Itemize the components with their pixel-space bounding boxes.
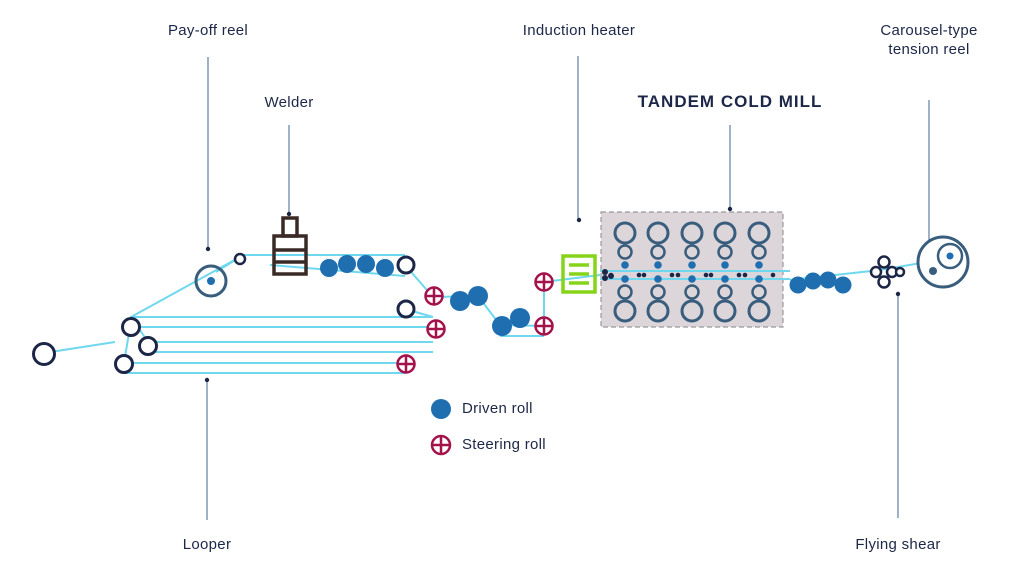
intermediate-roll bbox=[684, 244, 700, 260]
leader-lines bbox=[206, 56, 930, 520]
legend-steering-roll-label: Steering roll bbox=[462, 436, 546, 453]
backup-roll bbox=[613, 221, 637, 245]
backup-roll bbox=[613, 299, 637, 323]
work-roll bbox=[654, 261, 662, 269]
tension-roll bbox=[669, 272, 675, 278]
guide-roll bbox=[233, 252, 247, 266]
work-roll bbox=[654, 275, 662, 283]
welder-icon bbox=[272, 216, 308, 276]
work-roll bbox=[755, 261, 763, 269]
driven-roll-icon bbox=[431, 399, 451, 419]
label-tension-reel-line1: Carousel-type bbox=[880, 22, 978, 39]
driven-rolls-welder bbox=[320, 255, 394, 277]
tension-roll bbox=[675, 272, 681, 278]
steering-rolls bbox=[396, 272, 554, 374]
label-induction-heater: Induction heater bbox=[522, 22, 636, 39]
work-roll bbox=[688, 275, 696, 283]
intermediate-roll bbox=[617, 284, 633, 300]
work-roll bbox=[755, 275, 763, 283]
backup-roll bbox=[713, 221, 737, 245]
backup-roll bbox=[646, 221, 670, 245]
intermediate-roll bbox=[684, 284, 700, 300]
backup-roll bbox=[680, 221, 704, 245]
work-roll bbox=[621, 261, 629, 269]
looper-rolls bbox=[32, 317, 158, 374]
induction-heater-icon bbox=[561, 254, 597, 294]
work-roll bbox=[721, 275, 729, 283]
label-payoff-reel: Pay-off reel bbox=[167, 22, 249, 39]
label-tension-reel-line2: tension reel bbox=[888, 41, 970, 58]
work-roll bbox=[621, 275, 629, 283]
intermediate-roll bbox=[650, 244, 666, 260]
payoff-reel-icon bbox=[194, 264, 228, 298]
leader-dots bbox=[204, 206, 932, 383]
mill-stands bbox=[608, 221, 776, 323]
intermediate-roll bbox=[751, 244, 767, 260]
tension-roll bbox=[770, 272, 776, 278]
tension-roll bbox=[742, 272, 748, 278]
driven-rolls-bridle bbox=[450, 286, 530, 336]
backup-roll bbox=[646, 299, 670, 323]
tandem-mill-housing bbox=[600, 211, 784, 328]
tension-roll bbox=[641, 272, 647, 278]
backup-roll bbox=[680, 299, 704, 323]
tension-roll bbox=[703, 272, 709, 278]
intermediate-roll bbox=[717, 284, 733, 300]
steering-roll-icon bbox=[430, 434, 452, 456]
backup-roll bbox=[747, 299, 771, 323]
intermediate-roll bbox=[650, 284, 666, 300]
backup-roll bbox=[713, 299, 737, 323]
intermediate-roll bbox=[751, 284, 767, 300]
intermediate-roll bbox=[617, 244, 633, 260]
tension-roll bbox=[708, 272, 714, 278]
label-welder: Welder bbox=[264, 94, 314, 111]
label-flying-shear: Flying shear bbox=[855, 536, 941, 553]
tension-roll bbox=[736, 272, 742, 278]
work-roll bbox=[688, 261, 696, 269]
tension-reel-icon bbox=[916, 235, 970, 289]
diagram-title: TANDEM COLD MILL bbox=[637, 92, 823, 111]
legend-driven-roll-label: Driven roll bbox=[462, 400, 533, 417]
driven-rolls-exit bbox=[789, 271, 852, 294]
tension-roll bbox=[636, 272, 642, 278]
backup-roll bbox=[747, 221, 771, 245]
deflector-rolls bbox=[396, 255, 416, 319]
label-looper: Looper bbox=[182, 536, 232, 553]
intermediate-roll bbox=[717, 244, 733, 260]
flying-shear-icon bbox=[869, 255, 906, 289]
work-roll bbox=[721, 261, 729, 269]
tension-roll bbox=[608, 272, 614, 278]
